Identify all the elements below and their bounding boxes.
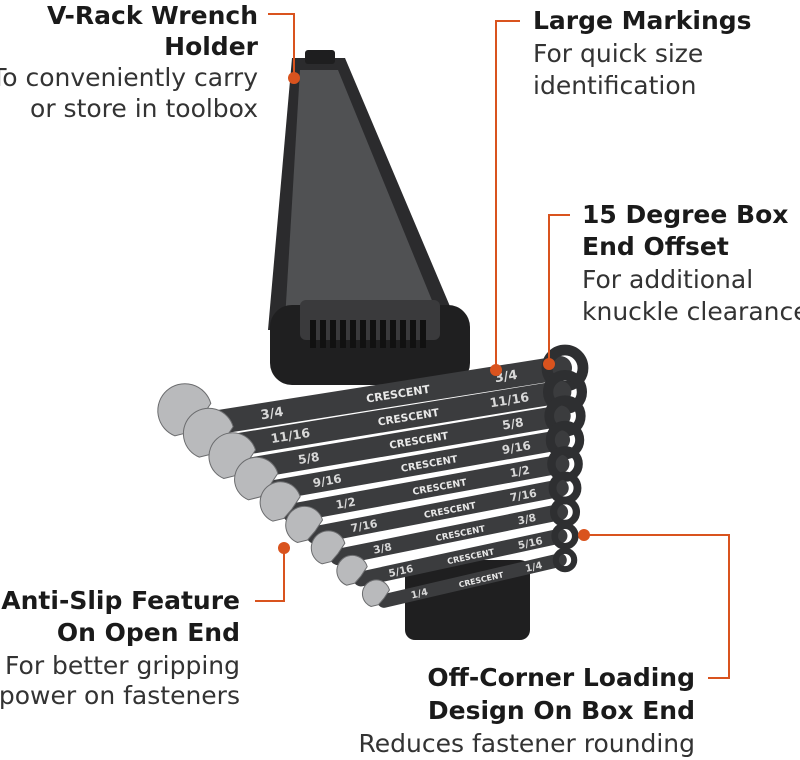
- offcorner-title-1: Off-Corner Loading: [427, 663, 695, 692]
- wrench-shank: [377, 553, 567, 608]
- size-marking-left: 7/16: [350, 517, 379, 535]
- rack-tooth: [410, 320, 416, 348]
- size-marking-right: 9/16: [501, 438, 532, 457]
- wrench-shank: [211, 380, 572, 459]
- rack-tooth: [390, 320, 396, 348]
- open-end: [285, 505, 324, 544]
- wrench-shank: [329, 503, 569, 566]
- offset-desc-2: knuckle clearance: [582, 297, 800, 326]
- offset-leader: [548, 214, 570, 216]
- open-end: [361, 579, 391, 608]
- open-end: [208, 432, 257, 480]
- vrack-title-2: Holder: [164, 32, 258, 61]
- size-marking-left: 1/2: [334, 495, 356, 512]
- size-marking-right: 5/8: [501, 415, 524, 432]
- wrench-shank: [353, 528, 568, 587]
- antislip-leader-v: [283, 548, 285, 602]
- rack-tooth: [400, 320, 406, 348]
- size-marking-left: 5/16: [388, 564, 415, 580]
- size-marking-left: 1/4: [410, 587, 429, 602]
- wrench-shank: [258, 429, 571, 502]
- box-end: [551, 522, 579, 550]
- offcorner-leader-v: [728, 534, 730, 679]
- open-end: [157, 383, 212, 437]
- markings-dot: [490, 364, 502, 376]
- rack-tooth: [350, 320, 356, 348]
- vrack-title-1: V-Rack Wrench: [46, 1, 258, 30]
- size-marking-left: 3/8: [372, 541, 393, 556]
- box-end: [545, 420, 585, 460]
- box-end: [552, 547, 578, 573]
- offset-leader-v: [548, 214, 550, 364]
- offset-title-2: End Offset: [582, 232, 729, 261]
- rack-tooth: [340, 320, 346, 348]
- vrack-desc-1: To conveniently carry: [0, 63, 258, 92]
- open-end: [182, 407, 234, 458]
- offcorner-desc: Reduces fastener rounding: [358, 729, 695, 758]
- offset-desc-1: For additional: [582, 265, 754, 294]
- wrench-shank: [188, 356, 572, 437]
- wrench-shank: [306, 479, 569, 544]
- wrench-shank: [235, 405, 571, 480]
- rack-tooth: [330, 320, 336, 348]
- antislip-dot: [278, 542, 290, 554]
- size-marking-right: 1/2: [509, 463, 531, 480]
- antislip-title-1: Anti-Slip Feature: [1, 586, 240, 615]
- offcorner-leader-h: [585, 534, 730, 536]
- rack-tooth: [310, 320, 316, 348]
- markings-title: Large Markings: [533, 6, 752, 35]
- rack-tooth: [370, 320, 376, 348]
- antislip-leader: [255, 600, 285, 602]
- size-marking-right: 11/16: [489, 389, 531, 410]
- markings-leader-v: [495, 20, 497, 370]
- offcorner-dot: [578, 529, 590, 541]
- markings-desc-1: For quick size: [533, 39, 704, 68]
- markings-desc-2: identification: [533, 71, 697, 100]
- size-marking-left: 11/16: [270, 425, 312, 446]
- antislip-desc-2: power on fasteners: [0, 681, 240, 710]
- size-marking-left: 3/4: [260, 405, 285, 423]
- wrench-shank: [282, 454, 570, 523]
- markings-leader: [495, 20, 520, 22]
- vrack-desc-2: or store in toolbox: [30, 94, 258, 123]
- size-marking-left: 9/16: [312, 471, 343, 490]
- size-marking-right: 3/8: [517, 512, 538, 527]
- open-end: [234, 456, 279, 501]
- open-end: [336, 554, 368, 586]
- antislip-title-2: On Open End: [56, 618, 240, 647]
- offcorner-leader: [708, 677, 730, 679]
- vrack-leader: [268, 13, 295, 15]
- rack-tooth: [420, 320, 426, 348]
- open-end: [259, 481, 301, 522]
- size-marking-left: 5/8: [297, 450, 320, 467]
- size-marking-right: 5/16: [517, 536, 544, 552]
- vrack-leader-v: [293, 13, 295, 78]
- open-end: [310, 530, 346, 565]
- rack-tooth: [360, 320, 366, 348]
- rack-tooth: [380, 320, 386, 348]
- offset-title-1: 15 Degree Box: [582, 200, 789, 229]
- rack-tooth: [320, 320, 326, 348]
- size-marking-right: 1/4: [524, 560, 543, 575]
- offcorner-title-2: Design On Box End: [427, 696, 695, 725]
- antislip-desc-1: For better gripping: [5, 651, 240, 680]
- vrack-dot: [288, 72, 300, 84]
- size-marking-right: 7/16: [509, 487, 538, 505]
- offset-dot: [543, 358, 555, 370]
